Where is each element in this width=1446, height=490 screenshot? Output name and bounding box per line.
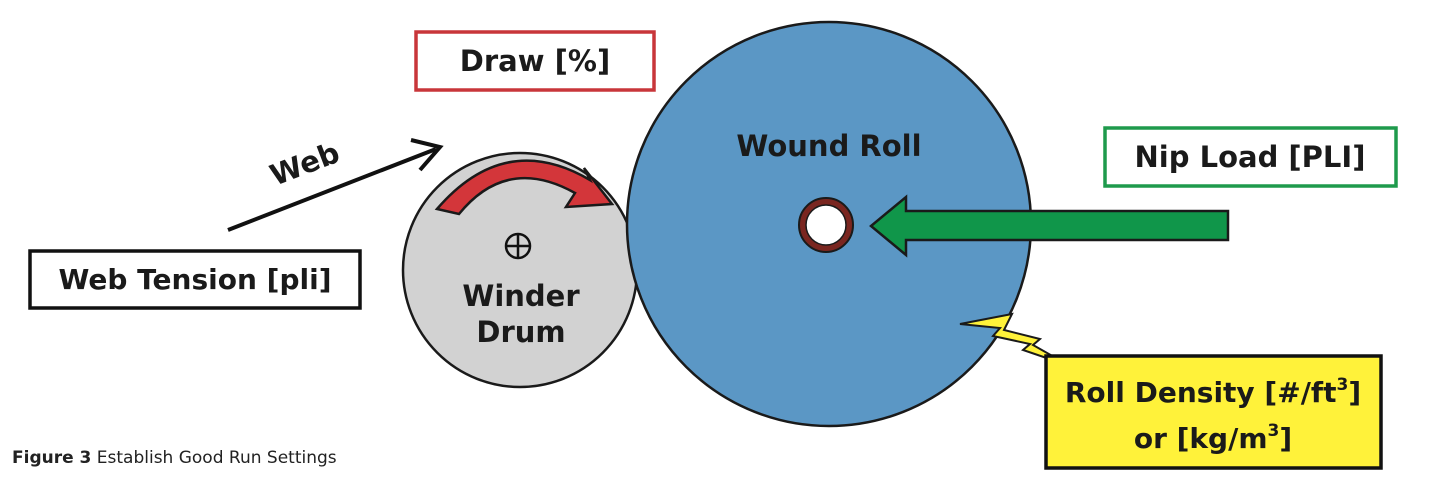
wound-roll-label: Wound Roll: [736, 129, 921, 163]
roll-density-label-line2: or [kg/m3]: [1134, 421, 1292, 455]
winder-drum-label-line2: Drum: [476, 315, 565, 349]
web-tension-label: Web Tension [pli]: [59, 263, 332, 296]
figure-caption-text: Establish Good Run Settings: [91, 448, 337, 468]
winder-drum-label-line1: Winder: [462, 279, 580, 313]
nip-load-label-box: [1103, 126, 1398, 188]
roll-core-hole: [805, 204, 847, 246]
nip-load-label: Nip Load [PLI]: [1135, 140, 1366, 174]
draw-label-box: [414, 30, 656, 92]
winder-drum: [401, 151, 639, 389]
roll-density-label-box: [1044, 354, 1383, 470]
figure-number: Figure 3: [12, 448, 92, 468]
draw-label: Draw [%]: [460, 44, 610, 78]
drum-rotation-arrow: [434, 159, 615, 216]
drum-center-crosshair-icon: [504, 232, 532, 260]
web-tension-label-box: [28, 249, 362, 310]
roll-density-label-line1: Roll Density [#/ft3]: [1065, 375, 1361, 409]
web-arrowhead: [410, 138, 444, 172]
web-label: Web: [265, 135, 344, 192]
web-line: [227, 147, 437, 232]
nip-load-arrow: [869, 194, 1230, 258]
figure-caption: Figure 3 Establish Good Run Settings: [12, 448, 337, 468]
